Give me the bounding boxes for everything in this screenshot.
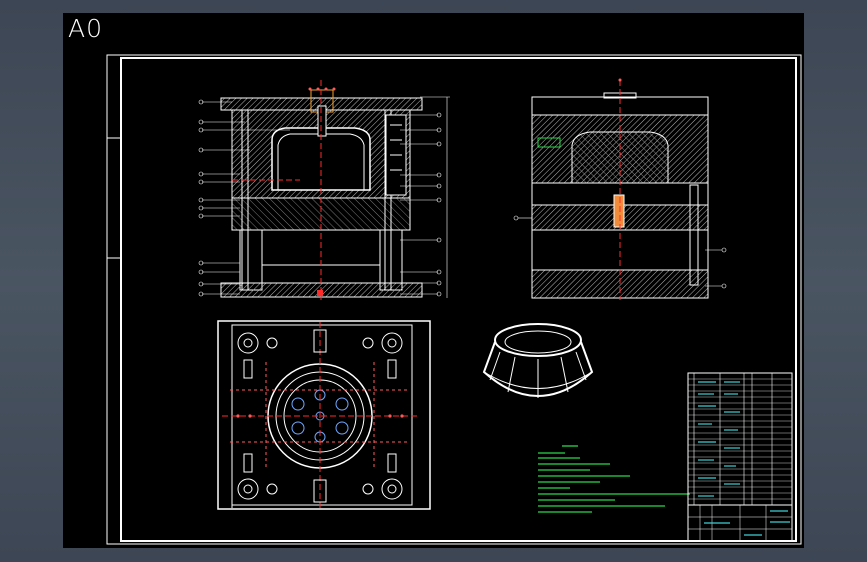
technical-notes xyxy=(538,445,690,513)
bowl-shaped-plastic-part-icon xyxy=(482,323,594,398)
sheet-size-label: A0 xyxy=(68,14,104,43)
side-section-view xyxy=(513,78,727,300)
front-section-view xyxy=(198,80,450,300)
outer-border xyxy=(106,54,802,545)
title-block xyxy=(687,372,793,542)
inner-border xyxy=(120,57,797,542)
plan-view xyxy=(217,320,431,510)
